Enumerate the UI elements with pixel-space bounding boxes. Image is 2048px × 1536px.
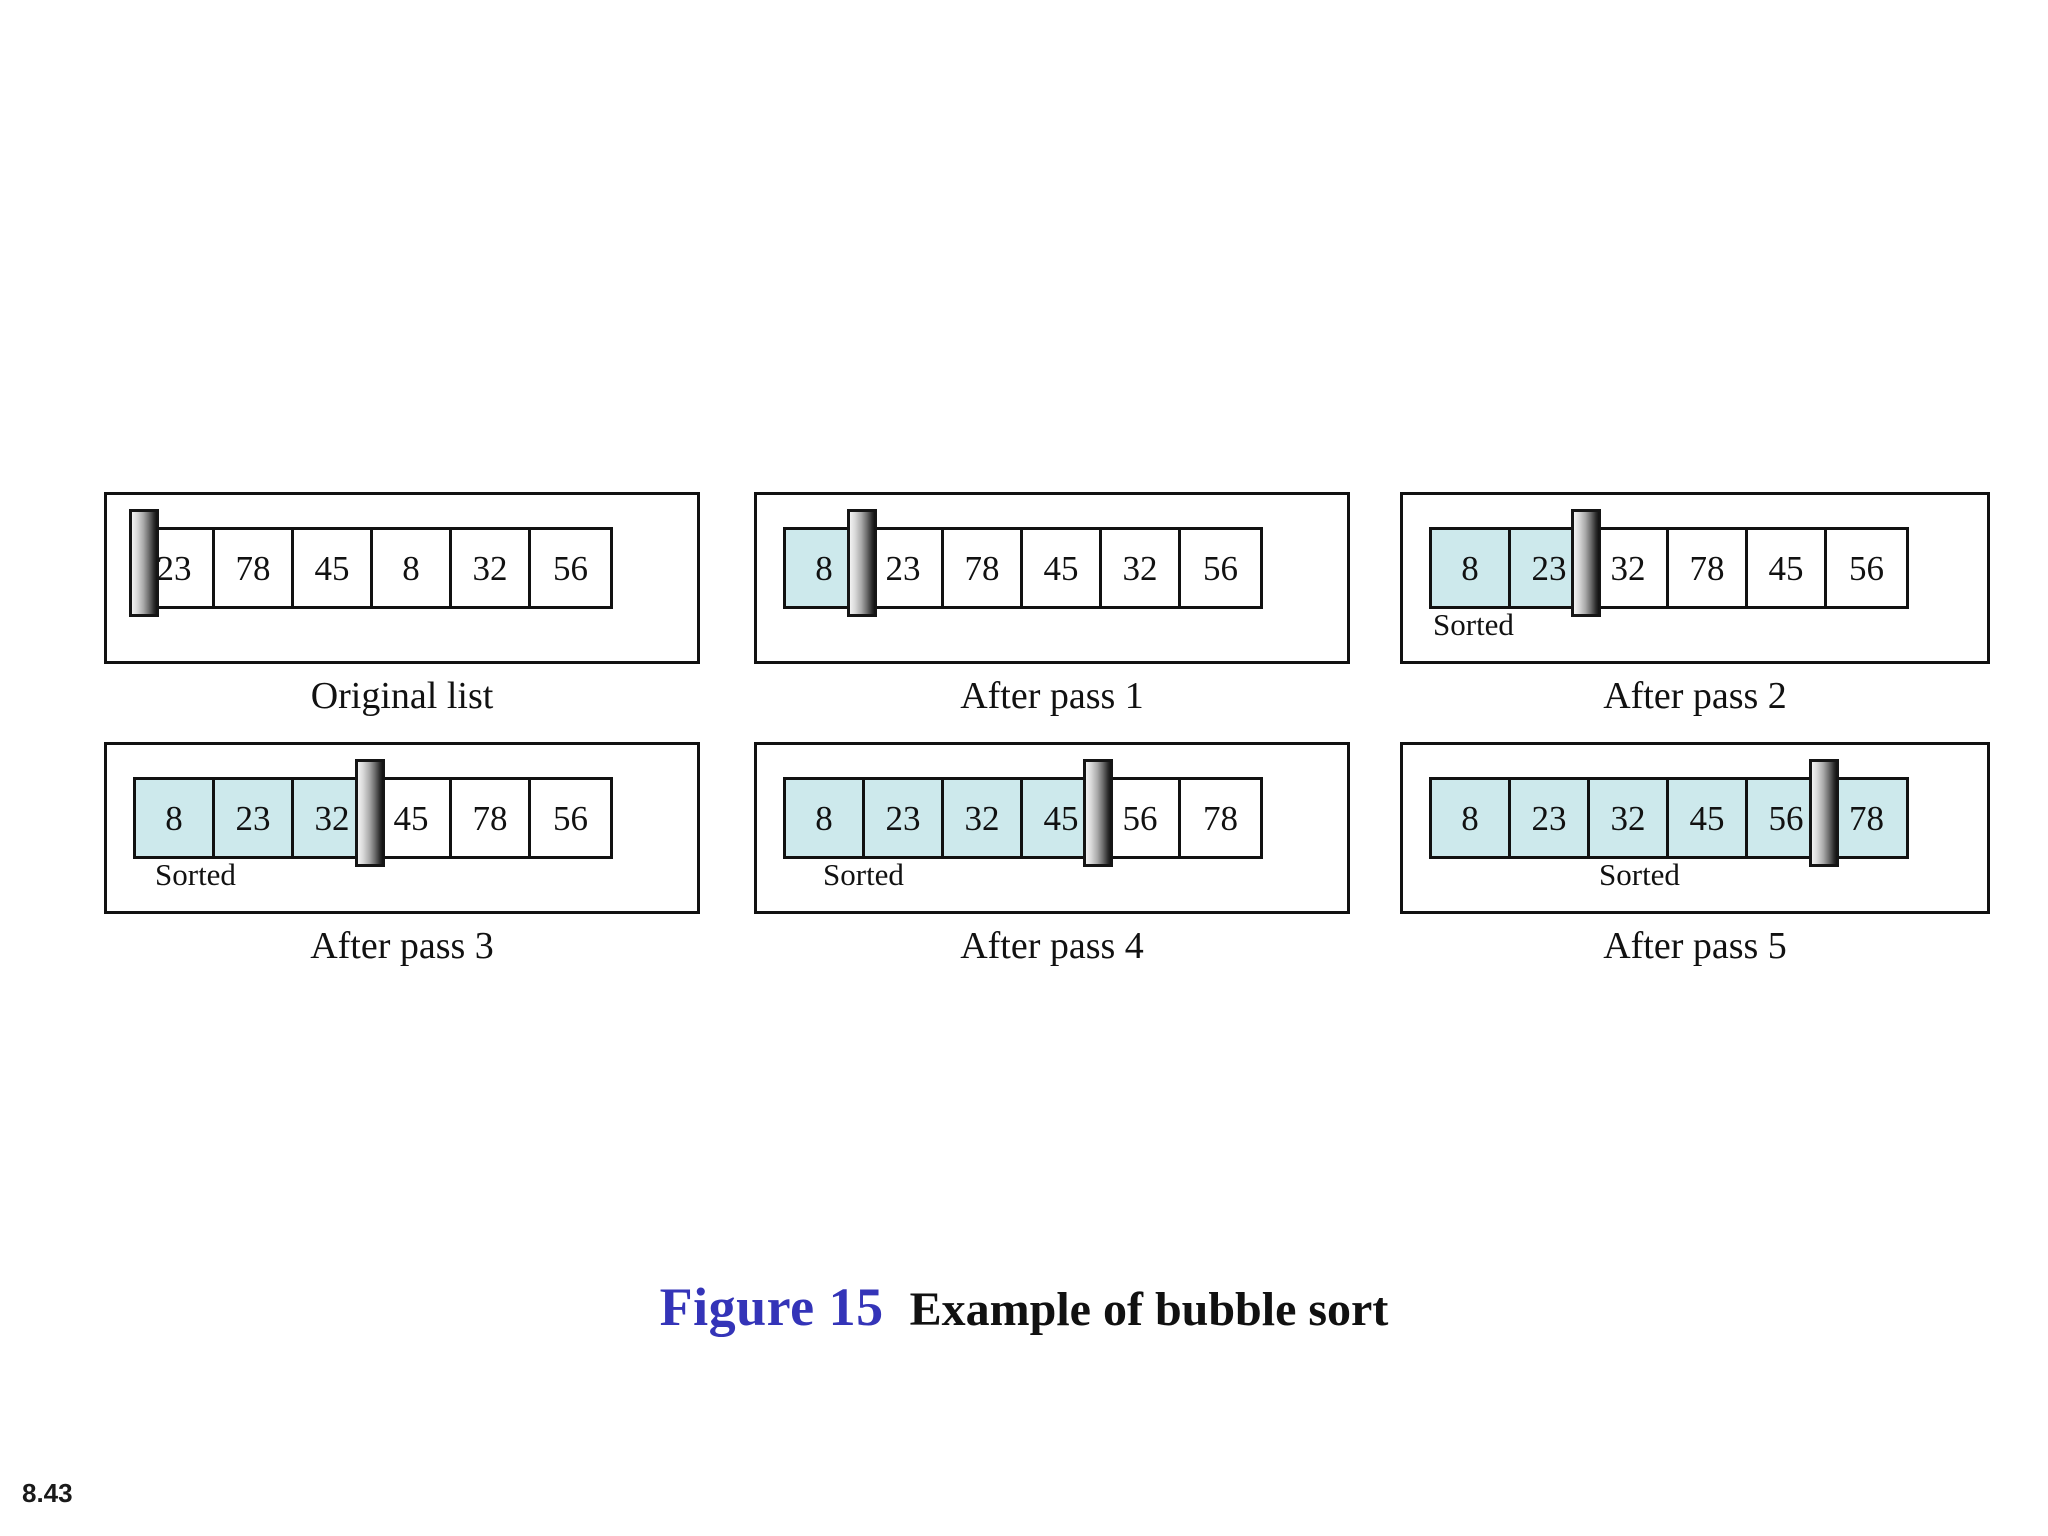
- array-cell: 8: [786, 780, 865, 856]
- array-cell: 23: [1511, 780, 1590, 856]
- array-cell: 78: [1669, 530, 1748, 606]
- array-row: 8 23 32 78 45 56: [1429, 527, 1909, 609]
- array-cell: 45: [1023, 530, 1102, 606]
- array-cell: 56: [1827, 530, 1906, 606]
- panel-frame: 8 23 78 45 32 56: [754, 492, 1350, 664]
- panel-frame: 8 23 32 45 56 78 Sorted: [1400, 742, 1990, 914]
- array-cell: 8: [373, 530, 452, 606]
- array-cell: 8: [136, 780, 215, 856]
- panel-caption: After pass 2: [1603, 675, 1787, 717]
- array-cell: 23: [865, 530, 944, 606]
- array-cell: 78: [944, 530, 1023, 606]
- array-cell: 45: [294, 530, 373, 606]
- array-row: 8 23 32 45 56 78: [783, 777, 1263, 859]
- array-cell: 56: [531, 780, 610, 856]
- array-cell: 78: [452, 780, 531, 856]
- sorted-boundary-marker: [1571, 509, 1601, 617]
- array-row: 23 78 45 8 32 56: [133, 527, 613, 609]
- sorted-region-label: Sorted: [823, 857, 904, 892]
- pass-panel-after-pass-3: 8 23 32 45 78 56 Sorted After pass 3: [104, 742, 700, 967]
- array-cell: 56: [1102, 780, 1181, 856]
- panel-caption: After pass 5: [1603, 925, 1787, 967]
- sorted-region-label: Sorted: [155, 857, 236, 892]
- slide-number: 8.43: [22, 1478, 73, 1508]
- array-cell: 45: [373, 780, 452, 856]
- array-cell: 56: [1181, 530, 1260, 606]
- figure-title: Figure 15 Example of bubble sort: [0, 1276, 2048, 1338]
- array-cell: 8: [1432, 530, 1511, 606]
- sorted-boundary-marker: [1083, 759, 1113, 867]
- pass-panel-after-pass-4: 8 23 32 45 56 78 Sorted After pass 4: [754, 742, 1350, 967]
- array-cell: 78: [1181, 780, 1260, 856]
- array-cell: 32: [452, 530, 531, 606]
- pass-panel-after-pass-1: 8 23 78 45 32 56 After pass 1: [754, 492, 1350, 717]
- pass-panel-after-pass-5: 8 23 32 45 56 78 Sorted After pass 5: [1400, 742, 1990, 967]
- array-cell: 32: [1590, 780, 1669, 856]
- sorted-region-label: Sorted: [1599, 857, 1680, 892]
- pass-panel-after-pass-2: 8 23 32 78 45 56 Sorted After pass 2: [1400, 492, 1990, 717]
- sorted-boundary-marker: [355, 759, 385, 867]
- array-cell: 78: [1827, 780, 1906, 856]
- panel-frame: 8 23 32 45 56 78 Sorted: [754, 742, 1350, 914]
- panel-frame: 23 78 45 8 32 56: [104, 492, 700, 664]
- sorted-region-label: Sorted: [1433, 607, 1514, 642]
- array-cell: 45: [1669, 780, 1748, 856]
- panel-frame: 8 23 32 45 78 56 Sorted: [104, 742, 700, 914]
- array-cell: 32: [944, 780, 1023, 856]
- panel-caption: After pass 3: [310, 925, 494, 967]
- panel-frame: 8 23 32 78 45 56 Sorted: [1400, 492, 1990, 664]
- array-cell: 32: [1102, 530, 1181, 606]
- pass-panel-original-list: 23 78 45 8 32 56 Original list: [104, 492, 700, 717]
- array-cell: 23: [865, 780, 944, 856]
- panel-caption: After pass 1: [960, 675, 1144, 717]
- array-cell: 23: [215, 780, 294, 856]
- sorted-boundary-marker: [1809, 759, 1839, 867]
- panel-caption: After pass 4: [960, 925, 1144, 967]
- array-cell: 32: [1590, 530, 1669, 606]
- array-cell: 56: [531, 530, 610, 606]
- panel-caption: Original list: [310, 675, 494, 717]
- figure-number: Figure 15: [659, 1277, 884, 1337]
- figure-title-text: Example of bubble sort: [909, 1283, 1389, 1336]
- array-cell: 8: [1432, 780, 1511, 856]
- sorted-boundary-marker: [129, 509, 159, 617]
- sorted-boundary-marker: [847, 509, 877, 617]
- array-cell: 78: [215, 530, 294, 606]
- array-cell: 45: [1748, 530, 1827, 606]
